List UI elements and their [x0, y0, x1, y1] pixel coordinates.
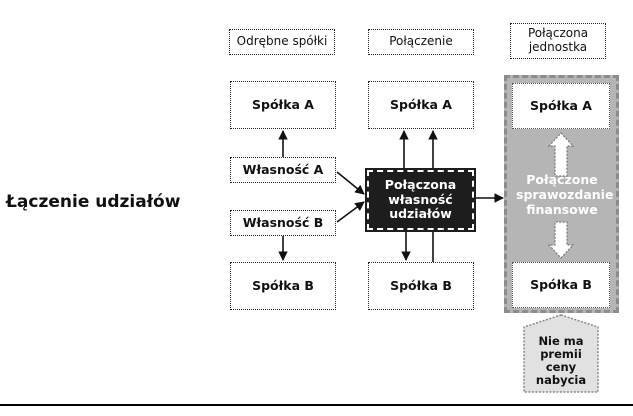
company-a-merger: Spółka A — [368, 81, 474, 129]
header-combined-entity: Połączona jednostka — [510, 23, 606, 59]
header-separate-label: Odrębne spółki — [236, 34, 328, 49]
combined-statements-label: Połączone sprawozdanie finansowe — [516, 172, 614, 217]
company-b-merger: Spółka B — [368, 262, 474, 310]
header-merger: Połączenie — [368, 29, 474, 55]
company-a-combined: Spółka A — [512, 83, 610, 129]
ownership-b: Własność B — [230, 210, 336, 236]
arrow-ownership-b-to-combined — [336, 201, 365, 223]
diagram-title: Łączenie udziałów — [6, 192, 181, 212]
company-b-separate: Spółka B — [230, 262, 336, 310]
header-combined-entity-label: Połączona jednostka — [527, 26, 589, 54]
block-arrow-down-icon — [547, 221, 575, 259]
no-premium-callout-shape — [523, 314, 599, 393]
header-separate-companies: Odrębne spółki — [229, 29, 335, 55]
ownership-a-label: Własność A — [242, 161, 324, 177]
ownership-b-label: Własność B — [242, 214, 324, 230]
block-arrow-up-icon — [547, 132, 575, 177]
bottom-rule — [0, 404, 633, 406]
no-premium-label: Nie ma premii ceny nabycia — [535, 333, 587, 388]
company-b-label: Spółka B — [252, 277, 314, 293]
header-merger-label: Połączenie — [389, 34, 453, 49]
combined-ownership-label: Połączona własność udziałów — [384, 177, 457, 222]
no-premium-label-box: Nie ma premii ceny nabycia — [528, 333, 594, 389]
company-b-combined-label: Spółka B — [530, 276, 592, 292]
company-a-merger-label: Spółka A — [390, 96, 452, 112]
company-a-combined-label: Spółka A — [530, 97, 592, 113]
company-b-combined: Spółka B — [512, 262, 610, 308]
company-b-merger-label: Spółka B — [390, 277, 452, 293]
combined-ownership-box: Połączona własność udziałów — [365, 168, 476, 232]
company-a-separate: Spółka A — [230, 81, 336, 129]
ownership-a: Własność A — [230, 157, 336, 183]
arrow-ownership-a-to-combined — [336, 171, 365, 195]
company-a-label: Spółka A — [252, 96, 314, 112]
